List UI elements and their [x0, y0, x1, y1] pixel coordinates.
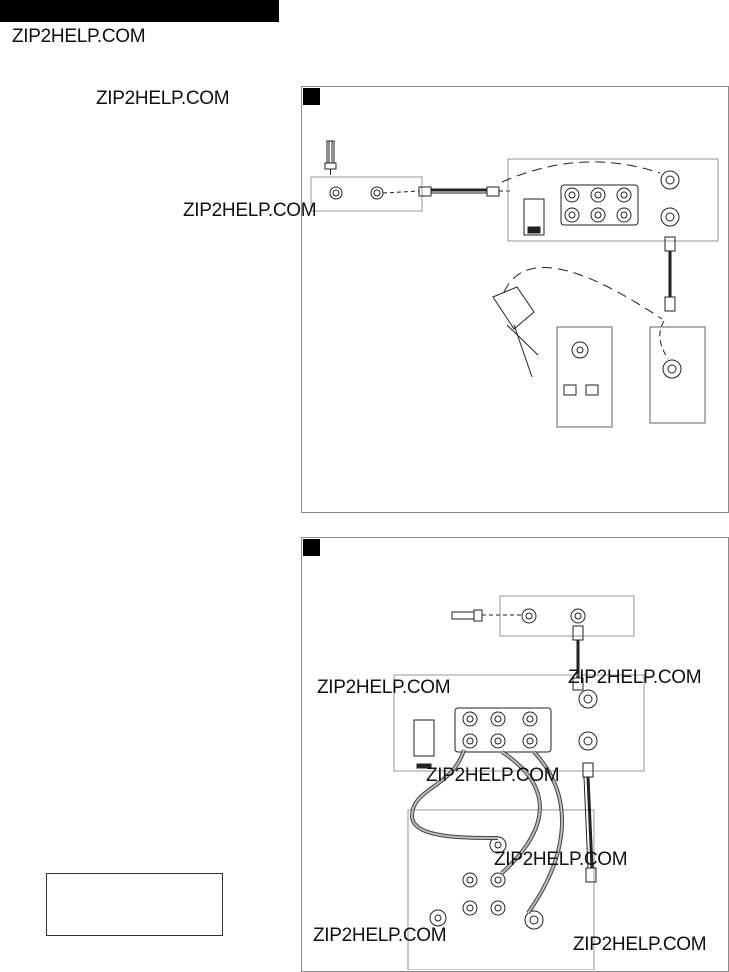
header-bar	[0, 0, 279, 22]
note-box	[46, 873, 223, 936]
watermark: ZIP2HELP.COM	[317, 677, 451, 698]
watermark: ZIP2HELP.COM	[12, 26, 146, 47]
watermark: ZIP2HELP.COM	[426, 765, 560, 786]
figure-2-marker	[303, 539, 320, 556]
figure-1-marker	[303, 88, 320, 105]
figure-1-diagram	[310, 140, 719, 428]
watermark: ZIP2HELP.COM	[96, 88, 230, 109]
watermark: ZIP2HELP.COM	[313, 925, 447, 946]
figure-2-panel	[301, 537, 729, 972]
watermark: ZIP2HELP.COM	[568, 667, 702, 688]
watermark: ZIP2HELP.COM	[494, 849, 628, 870]
figure-2-diagram	[393, 595, 645, 970]
antenna-plug-icon	[324, 140, 337, 175]
watermark: ZIP2HELP.COM	[573, 934, 707, 955]
rca-jacks	[564, 187, 632, 223]
watermark: ZIP2HELP.COM	[183, 200, 317, 221]
figure-1-panel	[301, 86, 729, 513]
